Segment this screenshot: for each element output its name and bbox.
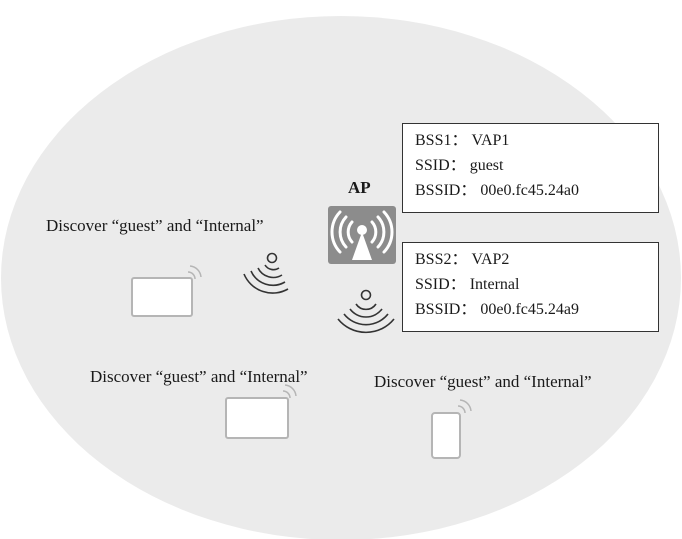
separator: ： (460, 301, 477, 318)
bss-key: BSS2 (415, 251, 452, 268)
ssid-key: SSID (415, 157, 450, 174)
bssid-row: BSSID：00e0.fc45.24a0 (415, 178, 646, 203)
ssid-row: SSID：Internal (415, 272, 646, 297)
bss-row: BSS2：VAP2 (415, 247, 646, 272)
separator: ： (451, 251, 468, 268)
bss-key: BSS1 (415, 132, 452, 149)
bss-info-box: BSS1：VAP1 SSID：guest BSSID：00e0.fc45.24a… (402, 123, 659, 213)
ssid-value: guest (469, 157, 504, 174)
separator: ： (449, 276, 466, 293)
bssid-key: BSSID (415, 182, 461, 199)
client-caption: Discover “guest” and “Internal” (90, 367, 308, 386)
ssid-key: SSID (415, 276, 450, 293)
bssid-row: BSSID：00e0.fc45.24a9 (415, 297, 646, 322)
bss-info-box: BSS2：VAP2 SSID：Internal BSSID：00e0.fc45.… (402, 242, 659, 332)
separator: ： (449, 157, 466, 174)
client-caption: Discover “guest” and “Internal” (46, 216, 264, 235)
separator: ： (460, 182, 477, 199)
bssid-value: 00e0.fc45.24a9 (480, 301, 580, 318)
separator: ： (451, 132, 468, 149)
ap-title: AP (348, 178, 371, 197)
bss-row: BSS1：VAP1 (415, 128, 646, 153)
client-caption: Discover “guest” and “Internal” (374, 372, 592, 391)
bssid-value: 00e0.fc45.24a0 (480, 182, 580, 199)
bss-value: VAP1 (471, 132, 510, 149)
bssid-key: BSSID (415, 301, 461, 318)
ssid-value: Internal (469, 276, 520, 293)
ssid-row: SSID：guest (415, 153, 646, 178)
bss-value: VAP2 (471, 251, 510, 268)
